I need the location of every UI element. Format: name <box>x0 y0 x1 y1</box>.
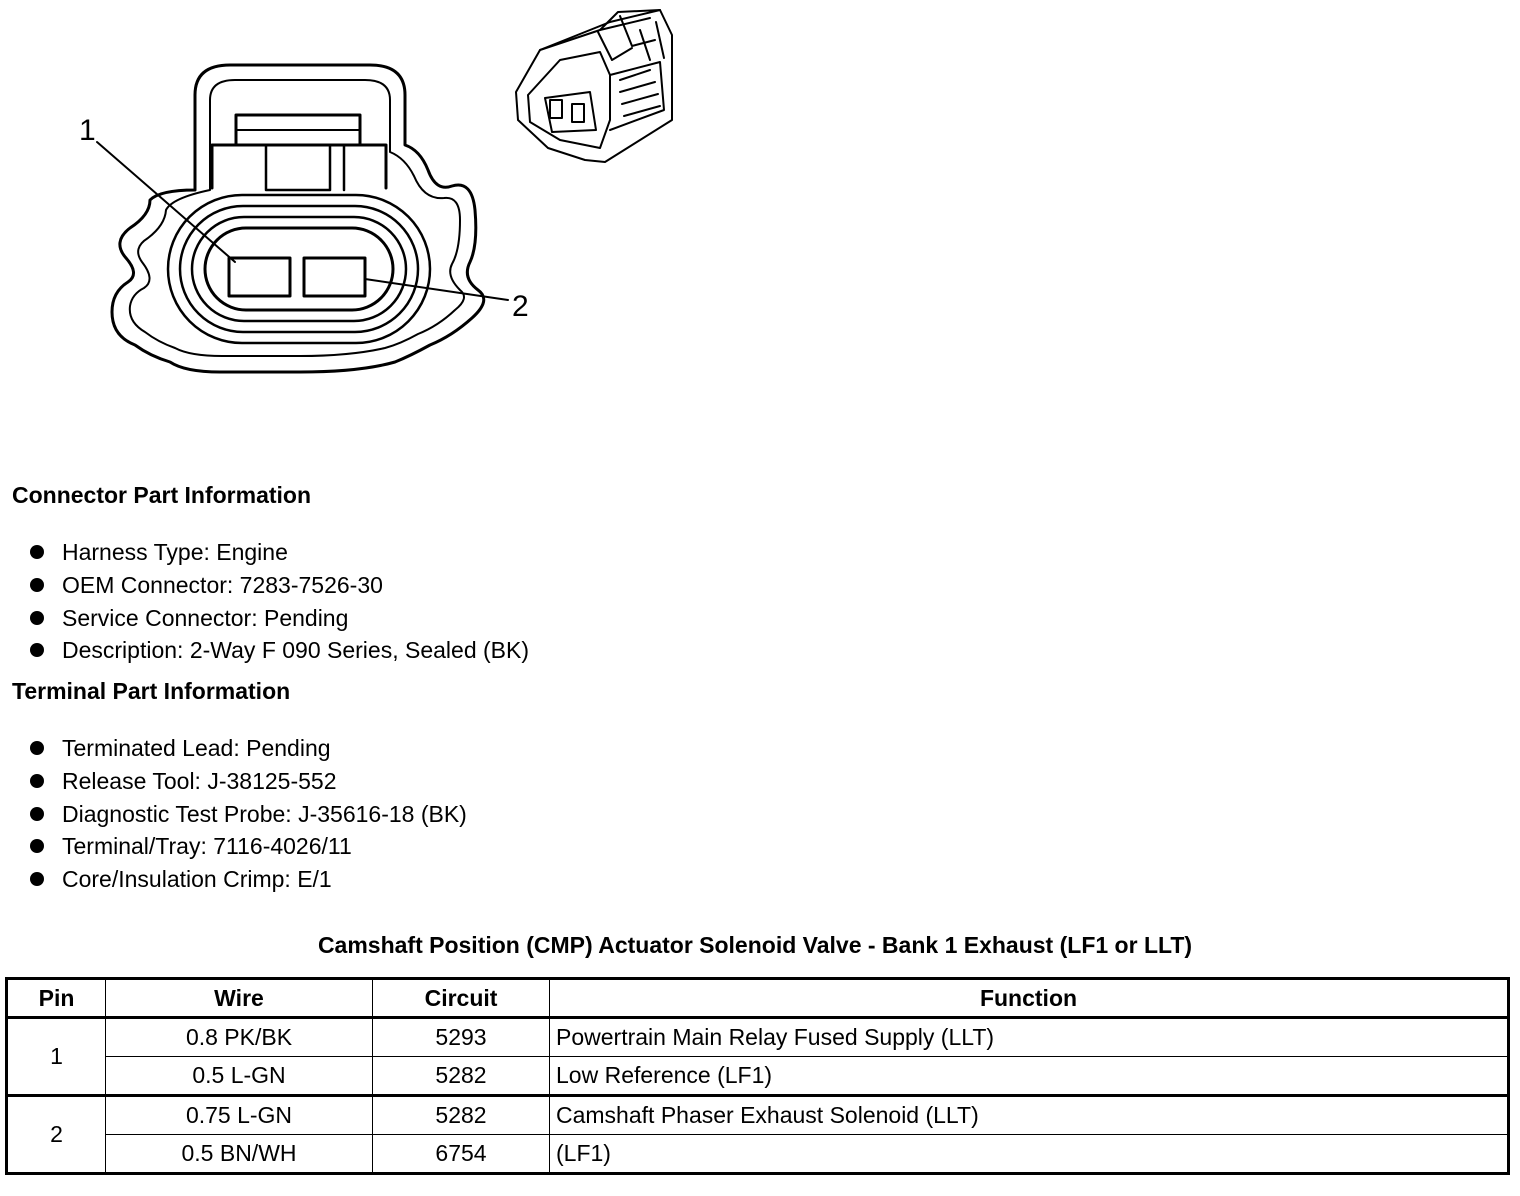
pinout-table-title: Camshaft Position (CMP) Actuator Solenoi… <box>317 932 1193 958</box>
circuit-cell: 5293 <box>372 1017 550 1057</box>
function-cell: Camshaft Phaser Exhaust Solenoid (LLT) <box>549 1095 1509 1135</box>
bullet-icon <box>30 741 44 755</box>
pin-2-label: 2 <box>512 290 529 323</box>
pin-1-leader <box>96 141 236 263</box>
circuit-cell: 5282 <box>372 1056 550 1097</box>
function-cell: Powertrain Main Relay Fused Supply (LLT) <box>549 1017 1509 1057</box>
pin-cell: 2 <box>6 1095 106 1174</box>
wire-cell: 0.8 PK/BK <box>105 1017 373 1057</box>
bullet-icon <box>30 545 44 559</box>
list-item: Terminal/Tray: 7116-4026/11 <box>30 830 467 863</box>
table-row: 2 0.75 L-GN 5282 Camshaft Phaser Exhaust… <box>6 1095 1509 1174</box>
connector-outer-outline-inner <box>128 79 465 357</box>
seal-ring-4 <box>203 226 395 312</box>
wire-column-header: Wire <box>105 978 373 1019</box>
bullet-icon <box>30 773 44 788</box>
terminal-cavity-1 <box>227 256 292 298</box>
pin-1-label: 1 <box>79 114 96 147</box>
list-item: Harness Type: Engine <box>30 536 529 569</box>
list-item: Release Tool: J-38125-552 <box>30 765 467 798</box>
connector-outer-outline <box>110 63 486 374</box>
terminal-part-info-list: Terminated Lead: Pending Release Tool: J… <box>30 732 467 896</box>
wire-cell: 0.5 L-GN <box>105 1056 373 1097</box>
list-item: Diagnostic Test Probe: J-35616-18 (BK) <box>30 798 467 831</box>
bullet-icon <box>30 610 44 625</box>
table-row: 0.5 BN/WH 6754 (LF1) <box>7 1134 1509 1174</box>
wire-cell: 0.5 BN/WH <box>105 1134 373 1174</box>
bullet-icon <box>30 872 44 887</box>
bullet-icon <box>30 577 44 592</box>
circuit-column-header: Circuit <box>372 978 550 1019</box>
connector-3d-view <box>515 9 673 163</box>
connector-diagram: 1 2 <box>0 0 700 420</box>
terminal-cavity-2 <box>302 256 367 298</box>
seal-ring-2 <box>178 204 420 334</box>
bullet-icon <box>30 839 44 854</box>
table-row: 1 0.8 PK/BK 5293 Powertrain Main Relay F… <box>6 1017 1509 1097</box>
table-header-row: Pin Wire Circuit Function <box>6 978 1509 1019</box>
circuit-cell: 6754 <box>372 1134 550 1174</box>
latch-body <box>210 143 388 190</box>
table-row: 0.5 L-GN 5282 Low Reference (LF1) <box>7 1056 1509 1097</box>
connector-part-info-list: Harness Type: Engine OEM Connector: 7283… <box>30 536 529 667</box>
list-item: Terminated Lead: Pending <box>30 732 467 765</box>
function-cell: Low Reference (LF1) <box>549 1056 1509 1097</box>
seal-ring-3 <box>190 215 408 323</box>
function-column-header: Function <box>549 978 1509 1019</box>
pin-2-leader <box>364 278 509 301</box>
circuit-cell: 5282 <box>372 1095 550 1135</box>
terminal-part-info-heading: Terminal Part Information <box>12 678 291 704</box>
bullet-icon <box>30 643 44 658</box>
wire-cell: 0.75 L-GN <box>105 1095 373 1135</box>
pin-column-header: Pin <box>6 978 106 1019</box>
list-item: Description: 2-Way F 090 Series, Sealed … <box>30 634 529 667</box>
list-item: Core/Insulation Crimp: E/1 <box>30 863 467 896</box>
bullet-icon <box>30 806 44 821</box>
list-item: Service Connector: Pending <box>30 602 529 635</box>
function-cell: (LF1) <box>549 1134 1509 1174</box>
list-item: OEM Connector: 7283-7526-30 <box>30 569 529 602</box>
seal-ring-1 <box>166 193 432 345</box>
connector-part-info-heading: Connector Part Information <box>12 482 312 508</box>
pin-cell: 1 <box>6 1017 106 1097</box>
pinout-table: Pin Wire Circuit Function 1 0.8 PK/BK 52… <box>5 977 1510 1175</box>
